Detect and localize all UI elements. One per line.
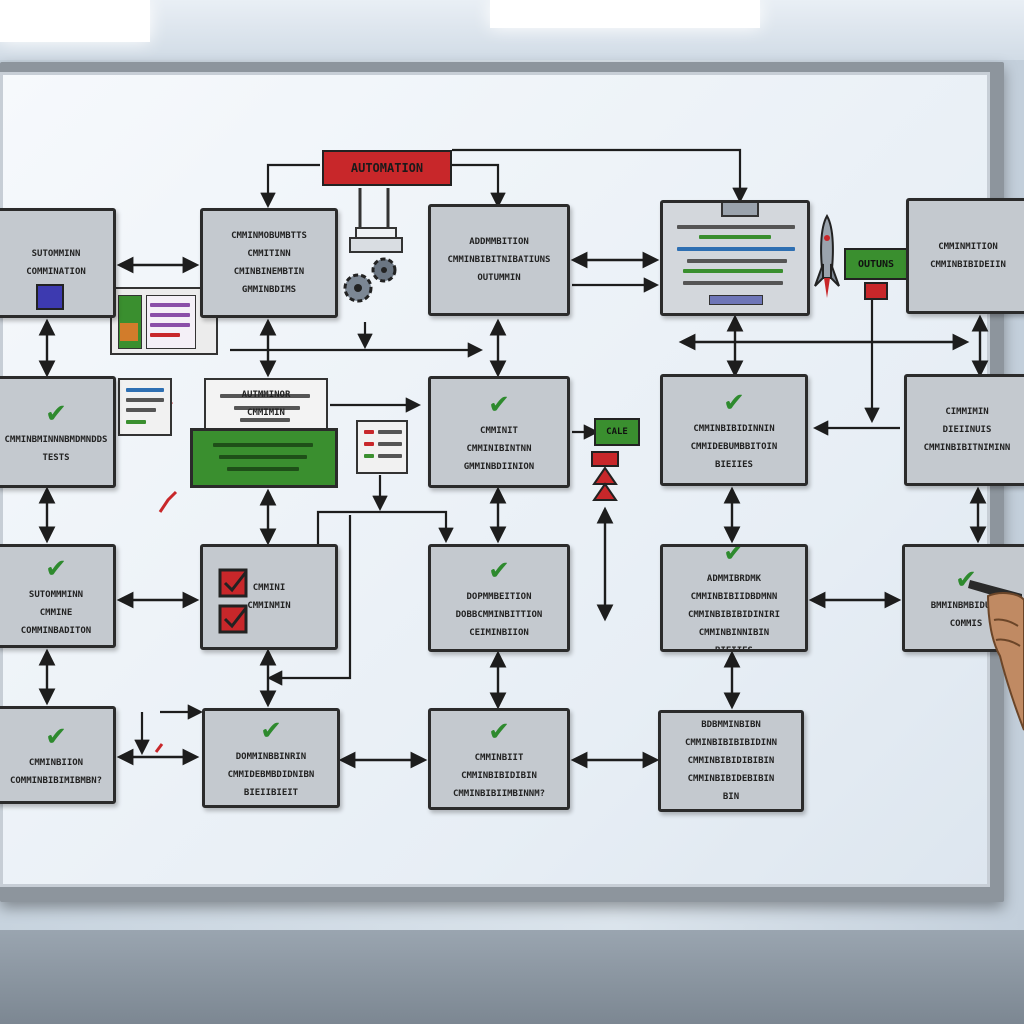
node-n6[interactable]: ✔ CMMINBMINNNBMDMNDDS TESTS xyxy=(0,376,116,488)
node-text: OUTUMMIN xyxy=(477,273,521,283)
automation-banner: AUTOMATION xyxy=(322,150,452,186)
node-text: ADDMMBITION xyxy=(469,237,529,247)
node-n5[interactable]: CMMINMITION CMMINBIBIDEIIN xyxy=(906,198,1024,314)
node-n7[interactable]: AUTMMINOR CMMIMIN xyxy=(204,378,328,430)
node-text: COMMINATION xyxy=(26,267,86,277)
node-n14[interactable]: ✔ ADMMIBRDMK CMMINBIBIIDBDMNN CMMINBIBIBIDI… xyxy=(660,544,808,652)
node-text: CMINBINEMBTIN xyxy=(233,267,305,277)
node-text: BIEIIES xyxy=(715,460,753,470)
node-n17[interactable]: ✔ DOMMINBBINRIN CMMIDEBMBDIDNIBN BIEIIBIEIT xyxy=(202,708,340,808)
node-text: COMMINBIBIMIBMBN? xyxy=(9,776,103,786)
green-panel xyxy=(190,428,338,488)
hand-icon xyxy=(968,580,1024,731)
check-icon: ✔ xyxy=(723,388,745,418)
node-text: GMMINBDIINION xyxy=(463,462,535,472)
node-n11[interactable]: ✔ SUTOMMMINN CMMINE COMMINBADITON xyxy=(0,544,116,648)
check-icon: ✔ xyxy=(260,716,282,746)
check-icon: ✔ xyxy=(488,556,510,586)
node-text: AUTMMINOR xyxy=(241,390,291,400)
check-icon: ✔ xyxy=(488,390,510,420)
node-text: SUTOMMMINN xyxy=(28,590,84,600)
node-text: CMMINBIBIDIBIN xyxy=(461,771,537,781)
node-n18[interactable]: ✔ CMMINBIIT CMMINBIBIDIBIN CMMINBIBIIMBINNM… xyxy=(428,708,570,810)
automation-banner-label: AUTOMATION xyxy=(350,161,424,175)
node-n9[interactable]: ✔ CMMINBIBIDINNIN CMMIDEBUMBBITOIN BIEIIES xyxy=(660,374,808,486)
floor xyxy=(0,930,1024,1024)
node-text: CMMINBIION xyxy=(28,758,84,768)
node-text: SUTOMMINN xyxy=(31,249,81,259)
document-icon-memo xyxy=(204,378,328,432)
ceiling-light-left xyxy=(0,0,150,42)
check-icon: ✔ xyxy=(45,722,67,752)
red-warning-arrows-icon xyxy=(591,451,619,501)
checkbox-icon xyxy=(218,568,248,634)
node-text: BIEIIBIEIT xyxy=(243,788,299,798)
node-text: CMMIDEBUMBBITOIN xyxy=(690,442,778,452)
node-text: BIN xyxy=(722,792,740,802)
node-text: CMMINI xyxy=(252,583,286,593)
green-tag-cale-label: CALE xyxy=(606,427,628,437)
node-text: BIEIIES xyxy=(715,646,753,652)
check-icon: ✔ xyxy=(488,717,510,747)
node-text: CMMINBIBIDEIIN xyxy=(930,260,1006,270)
rocket-icon xyxy=(814,214,840,298)
node-text: CMMINIBINTNN xyxy=(466,444,532,454)
node-text: CMMINBIBIBIDINIRI xyxy=(687,610,781,620)
node-text: ADMMIBRDMK xyxy=(706,574,762,584)
node-n13[interactable]: ✔ DOPMMBEITION DOBBCMMINBITTION CEIMINBIION xyxy=(428,544,570,652)
node-text: CMMINBIBIIDBDMNN xyxy=(690,592,778,602)
green-tag-outuns: OUTUNS xyxy=(844,248,908,280)
node-text: DOPMMBEITION xyxy=(466,592,532,602)
green-tag-cale: CALE xyxy=(594,418,640,446)
node-text: CMMITINN xyxy=(247,249,291,259)
node-n4[interactable] xyxy=(660,200,810,316)
node-n8[interactable]: ✔ CMMINIT CMMINIBINTNN GMMINBDIINION xyxy=(428,376,570,488)
node-text: CMMINE xyxy=(39,608,73,618)
node-text: CMMIDEBMBDIDNIBN xyxy=(227,770,315,780)
node-text: CMMINBIBIIMBINNM? xyxy=(452,789,546,799)
node-n2[interactable]: CMMINMOBUMBTTS CMMITINN CMINBINEMBTIN GMMIN… xyxy=(200,208,338,318)
node-n3[interactable]: ADDMMBITION CMMINBIBITNIBATIUNS OUTUMMIN xyxy=(428,204,570,316)
node-text: TESTS xyxy=(42,453,70,463)
node-text: CMMINBINNIBIN xyxy=(698,628,770,638)
check-icon: ✔ xyxy=(45,399,67,429)
node-text: CMMIMIN xyxy=(247,408,285,418)
node-text: CMMINBIBITNIMINN xyxy=(923,443,1011,453)
check-icon: ✔ xyxy=(723,544,745,568)
node-text: COMMINBADITON xyxy=(20,626,92,636)
robot-arm-icon xyxy=(343,188,403,303)
node-text: CMMINMOBUMBTTS xyxy=(231,231,307,241)
check-icon: ✔ xyxy=(45,554,67,584)
node-text: CIMMIMIN xyxy=(945,407,989,417)
node-text: CMMINBIIT xyxy=(474,753,524,763)
green-tag-outuns-label: OUTUNS xyxy=(857,258,895,270)
node-text: CMMINMITION xyxy=(938,242,998,252)
node-text: CMMINBIBIBIBIDINN xyxy=(684,738,778,748)
node-text: CMMINIT xyxy=(480,426,518,436)
node-text: BDBMMINBIBN xyxy=(701,720,761,730)
node-n10[interactable]: CIMMIMIN DIEIINUIS CMMINBIBITNIMINN xyxy=(904,374,1024,486)
document-icon-checklist xyxy=(356,420,408,474)
node-text: CMMINBIBIDIBIBIN xyxy=(687,756,775,766)
node-text: CMMINBIBITNIBATIUNS xyxy=(447,255,551,265)
node-text: COMMIS xyxy=(949,619,983,629)
node-text: CMMINBIBIDEBIBIN xyxy=(687,774,775,784)
node-text: CMMINBIBIDINNIN xyxy=(693,424,775,434)
ceiling-light-right xyxy=(490,0,760,28)
node-text: DIEIINUIS xyxy=(942,425,992,435)
document-icon-report xyxy=(118,378,172,436)
node-n19[interactable]: BDBMMINBIBN CMMINBIBIBIBIDINN CMMINBIBIDIB… xyxy=(658,710,804,812)
node-text: CMMINMIN xyxy=(247,601,291,611)
node-text: DOMMINBBINRIN xyxy=(235,752,307,762)
red-flag xyxy=(864,282,888,300)
node-text: GMMINBDIMS xyxy=(241,285,297,295)
node-text: BMMINBMBIDUIN xyxy=(930,601,1002,611)
node-text: DOBBCMMINBITTION xyxy=(455,610,543,620)
node-text: CMMINBMINNNBMDMNDDS xyxy=(4,435,108,445)
blue-square-icon xyxy=(36,284,64,310)
node-n16[interactable]: ✔ CMMINBIION COMMINBIBIMIBMBN? xyxy=(0,706,116,804)
node-text: CEIMINBIION xyxy=(469,628,529,638)
